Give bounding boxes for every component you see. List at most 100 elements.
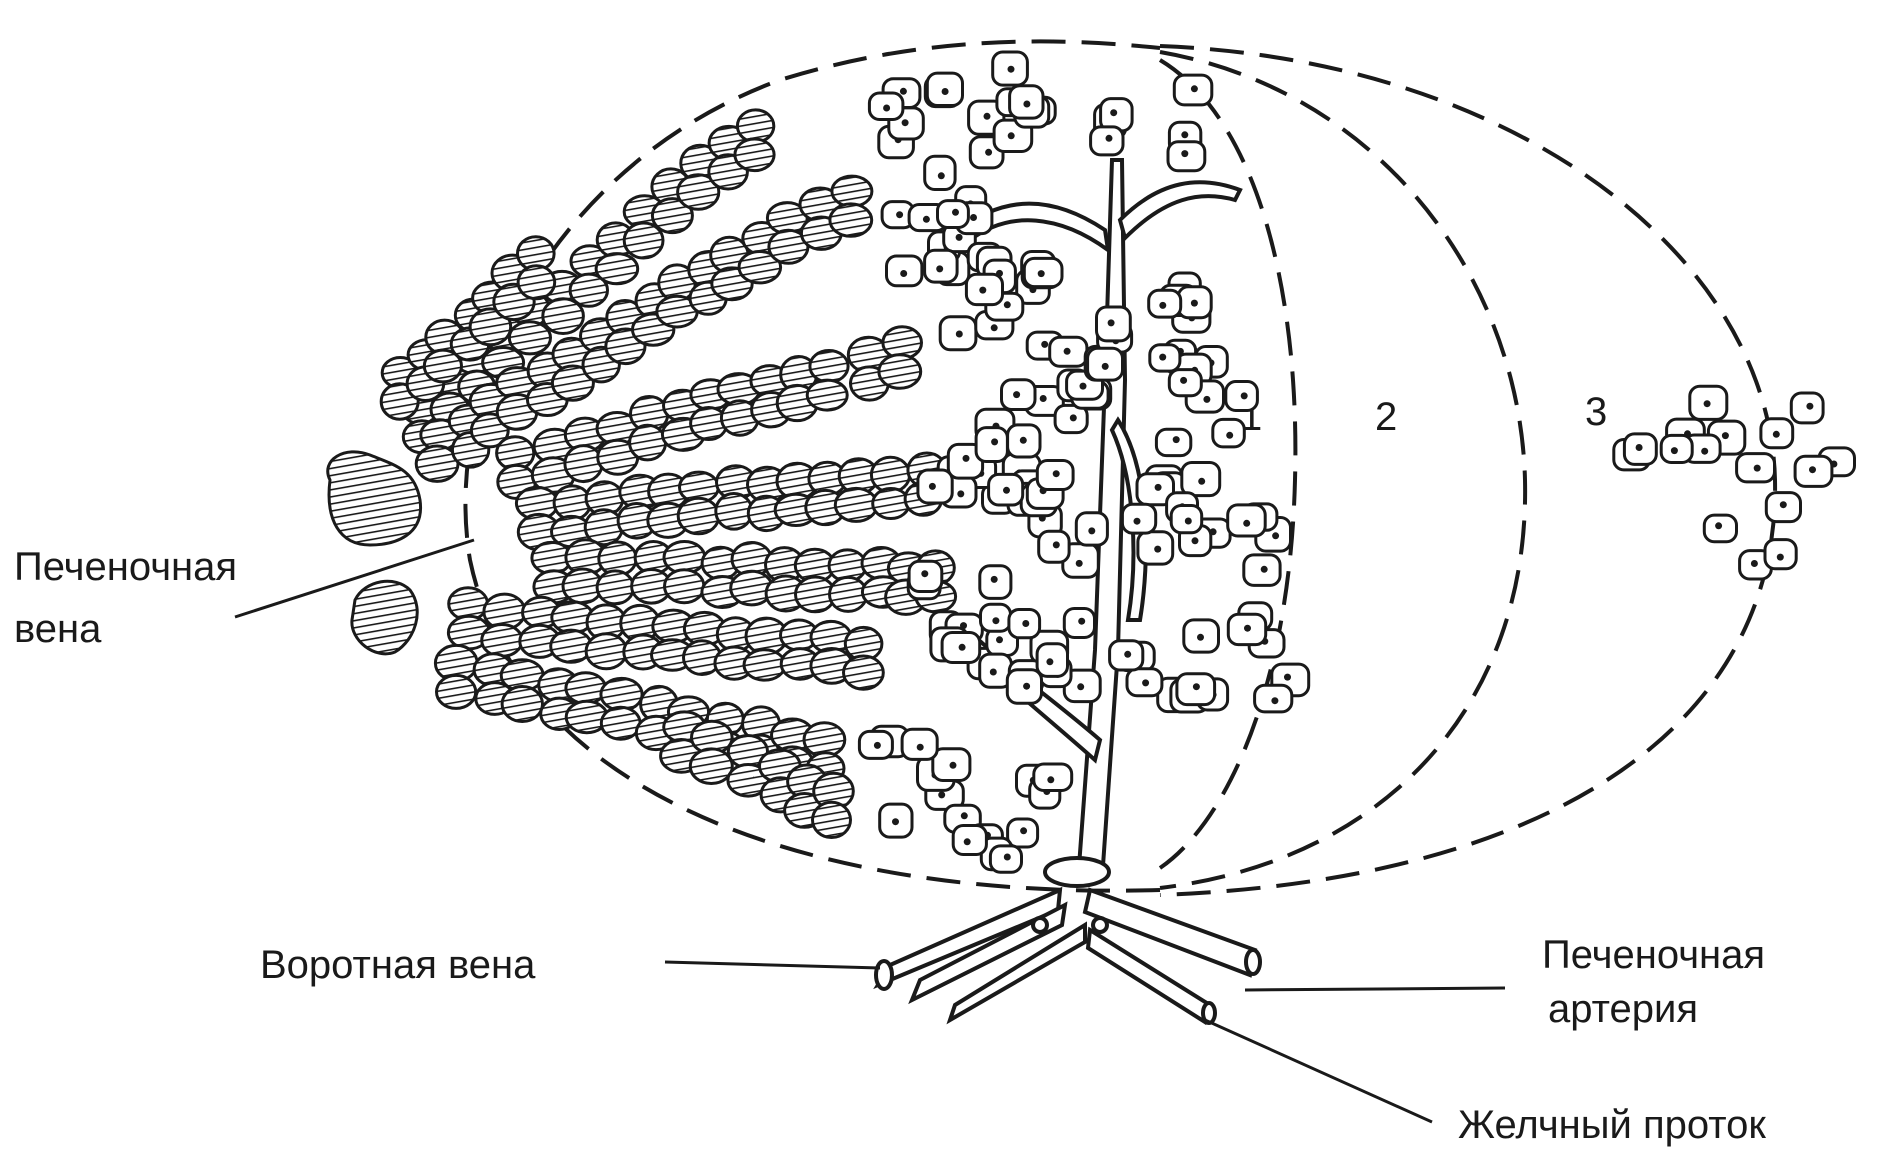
hepatocyte-nucleus	[1047, 776, 1054, 783]
hepatocyte-nucleus	[1064, 348, 1071, 355]
hepatocyte-nucleus	[1155, 484, 1162, 491]
hepatocyte-nucleus	[1053, 541, 1060, 548]
hepatocyte-nucleus	[874, 742, 881, 749]
hepatocyte-nucleus	[992, 617, 999, 624]
hepatocyte-dark	[554, 486, 590, 520]
hepatocyte-nucleus	[1088, 527, 1095, 534]
label-bile-duct: Желчный проток	[1458, 1103, 1766, 1147]
hepatocyte-nucleus	[1080, 383, 1087, 390]
hepatocyte-nucleus	[1181, 131, 1188, 138]
hepatocyte-nucleus	[1013, 391, 1020, 398]
label-hepatic-artery-line1: Печеночная	[1542, 933, 1765, 977]
leader-bile-duct	[1205, 1020, 1432, 1122]
hepatocyte-nucleus	[1106, 135, 1113, 142]
hepatocyte-nucleus	[1020, 827, 1027, 834]
hepatocyte-nucleus	[1078, 618, 1085, 625]
hepatocyte-nucleus	[1181, 150, 1188, 157]
hepatocyte-nucleus	[996, 636, 1003, 643]
hepatocyte-nucleus	[991, 576, 998, 583]
hepatocyte-nucleus	[1636, 444, 1643, 451]
zone-number-3: 3	[1585, 390, 1607, 434]
hepatocyte-dark	[437, 675, 476, 708]
hepatocyte-light	[976, 428, 1007, 462]
hepatocyte-nucleus	[1226, 432, 1233, 439]
hepatocyte-light	[1156, 429, 1190, 455]
hepatocyte-dark	[830, 204, 872, 236]
zone-number-2: 2	[1375, 395, 1397, 439]
hepatocytes-zones-1-2	[859, 52, 1854, 872]
hepatocyte-nucleus	[896, 211, 903, 218]
hepatocyte-dark	[482, 625, 522, 657]
hepatocyte-dark	[551, 630, 592, 662]
hepatocyte-nucleus	[1108, 319, 1115, 326]
hepatocyte-nucleus	[1704, 400, 1711, 407]
hepatocyte-nucleus	[964, 838, 971, 845]
zone-3-boundary	[1160, 46, 1775, 895]
hepatocyte-nucleus	[957, 490, 964, 497]
hepatocyte-dark	[518, 266, 555, 299]
hepatocyte-nucleus	[1272, 532, 1279, 539]
hepatocyte-dark	[813, 802, 851, 837]
hepatocyte-nucleus	[1806, 403, 1813, 410]
hepatocyte-nucleus	[1185, 518, 1192, 525]
hepatocyte-nucleus	[1193, 683, 1200, 690]
hepatocyte-dark	[835, 488, 877, 521]
hepatocyte-nucleus	[1124, 651, 1131, 658]
hepatocyte-dark	[630, 425, 666, 460]
hepatocyte-nucleus	[1809, 466, 1816, 473]
hepatocyte-nucleus	[1773, 431, 1780, 438]
hepatocyte-nucleus	[1110, 109, 1117, 116]
label-portal-vein: Воротная вена	[260, 943, 536, 987]
hepatocyte-nucleus	[959, 644, 966, 651]
hepatocyte-nucleus	[963, 455, 970, 462]
hepatocyte-dark	[597, 571, 633, 604]
hepatic-artery-opening	[1246, 950, 1260, 974]
hepatocyte-nucleus	[921, 570, 928, 577]
leader-portal-vein	[665, 962, 880, 968]
vein-fragment-upper	[328, 452, 421, 545]
hepatocyte-nucleus	[938, 791, 945, 798]
hepatocyte-nucleus	[1008, 132, 1015, 139]
hepatocyte-dark	[665, 570, 704, 603]
hepatocyte-nucleus	[1046, 658, 1053, 665]
label-hepatic-vein-line1: Печеночная	[14, 545, 237, 589]
hepatocyte-dark	[716, 494, 752, 530]
hepatocyte-nucleus	[1004, 301, 1011, 308]
hepatocyte-nucleus	[917, 744, 924, 751]
hepatocyte-nucleus	[1070, 414, 1077, 421]
hepatocyte-nucleus	[1191, 300, 1198, 307]
hepatocyte-dark	[807, 380, 847, 410]
label-hepatic-vein-line2: вена	[14, 607, 102, 651]
hepatocyte-nucleus	[1197, 634, 1204, 641]
hepatocyte-dark	[601, 678, 642, 710]
hepatocyte-nucleus	[1191, 85, 1198, 92]
hepatocyte-nucleus	[1003, 487, 1010, 494]
hepatocyte-nucleus	[961, 812, 968, 819]
hepatocyte-nucleus	[1715, 522, 1722, 529]
hepatocyte-nucleus	[985, 149, 992, 156]
hepatocyte-nucleus	[1102, 363, 1109, 370]
hepatocyte-nucleus	[990, 669, 997, 676]
hepatocyte-dark	[844, 656, 884, 689]
hepatocyte-nucleus	[929, 483, 936, 490]
hepatocyte-nucleus	[984, 113, 991, 120]
zone-1-boundary	[1160, 60, 1295, 868]
hepatocyte-nucleus	[1754, 465, 1761, 472]
hepatocyte-dark	[509, 322, 550, 354]
hepatocyte-nucleus	[1192, 537, 1199, 544]
branch-upper-right	[1120, 182, 1240, 238]
hepatocyte-nucleus	[1243, 520, 1250, 527]
hepatocyte-dark	[601, 707, 640, 739]
hepatocyte-nucleus	[923, 216, 930, 223]
hepatocyte-nucleus	[1284, 674, 1291, 681]
vein-fragment-lower	[352, 581, 417, 654]
hepatocyte-nucleus	[1134, 518, 1141, 525]
hepatocyte-nucleus	[979, 287, 986, 294]
hepatocyte-nucleus	[1751, 560, 1758, 567]
hepatocyte-nucleus	[1022, 620, 1029, 627]
hepatocyte-nucleus	[1004, 854, 1011, 861]
hepatocyte-nucleus	[942, 88, 949, 95]
bile-duct-opening	[1203, 1003, 1215, 1023]
hepatocyte-nucleus	[991, 438, 998, 445]
hepatocyte-nucleus	[950, 762, 957, 769]
